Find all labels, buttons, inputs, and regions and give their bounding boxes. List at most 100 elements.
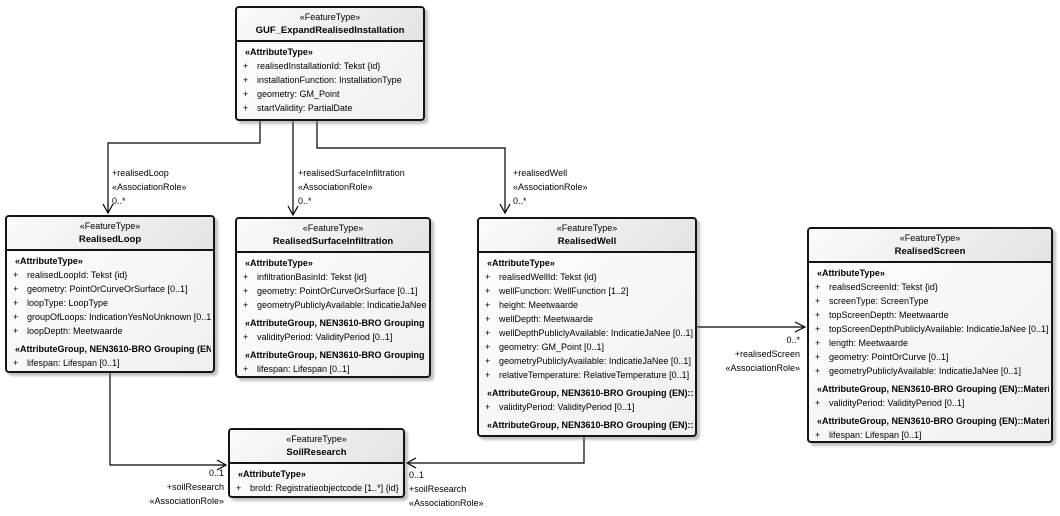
class-name: SoilResearch xyxy=(286,447,347,458)
attribute-text: validityPeriod: ValidityPeriod [0..1] xyxy=(499,402,635,412)
attribute-text: height: Meetwaarde xyxy=(499,300,579,310)
attribute-row: +lifespan: Lifespan [0..1] xyxy=(9,356,211,370)
role-multiplicity: 0..* xyxy=(112,196,126,206)
attribute-row: + groupOfLoops: IndicationYesNoUnknown [0… xyxy=(9,310,211,324)
class-box-realised-screen[interactable]: «FeatureType» RealisedScreen «AttributeT… xyxy=(807,227,1053,443)
attribute-group-heading: «AttributeGroup, NEN3610-BRO Grouping (E… xyxy=(15,344,211,354)
association-label-realised-loop: +realisedLoop «AssociationRole» 0..* xyxy=(112,166,187,208)
attribute-group-heading: «AttributeType» xyxy=(238,469,306,479)
visibility-public-marker: + xyxy=(485,342,491,352)
attribute-row: + realisedInstallationId: Tekst {id} xyxy=(239,59,421,73)
attribute-text: broId: Registratieobjectcode [1..*] {id} xyxy=(250,483,399,493)
visibility-public-marker: + xyxy=(815,352,821,362)
class-box-guf-expand-realised-installation[interactable]: «FeatureType» GUF_ExpandRealisedInstalla… xyxy=(235,6,425,121)
attribute-text: geometryPubliclyAvailable: IndicatieJaNe… xyxy=(257,300,427,310)
attribute-text: wellFunction: WellFunction [1..2] xyxy=(499,286,629,296)
attribute-row: +wellDepthPubliclyAvailable: IndicatieJa… xyxy=(481,326,693,340)
role-name: +soilResearch xyxy=(166,482,224,492)
attribute-row: + length: Meetwaarde xyxy=(811,336,1049,350)
visibility-public-marker: + xyxy=(13,298,19,308)
attribute-text: realisedWellId: Tekst {id} xyxy=(499,272,597,282)
class-header: «FeatureType» RealisedScreen xyxy=(809,229,1051,263)
class-box-soil-research[interactable]: «FeatureType» SoilResearch «AttributeTyp… xyxy=(228,428,405,498)
visibility-public-marker: + xyxy=(243,300,249,310)
attribute-row: +validityPeriod: ValidityPeriod [0..1] xyxy=(811,396,1049,410)
association-label-soil-research-left: 0..1 +soilResearch «AssociationRole» xyxy=(149,466,224,508)
attribute-row: +geometry: GM_Point [0..1] xyxy=(481,340,693,354)
class-box-realised-surface-infiltration[interactable]: «FeatureType» RealisedSurfaceInfiltratio… xyxy=(235,217,431,378)
attribute-text: groupOfLoops: IndicationYesNoUnknown [0.… xyxy=(27,312,211,322)
attribute-row: +geometry: GM_Point xyxy=(239,87,421,101)
attribute-text: validityPeriod: ValidityPeriod [0..1] xyxy=(829,398,965,408)
visibility-public-marker: + xyxy=(13,326,19,336)
class-name: RealisedSurfaceInfiltration xyxy=(272,236,394,247)
role-stereotype: «AssociationRole» xyxy=(513,182,588,192)
role-stereotype: «AssociationRole» xyxy=(725,363,800,373)
attribute-row: +geometry: PointOrCurveOrSurface [0..1] xyxy=(239,284,427,298)
attribute-text: geometry: PointOrCurveOrSurface [0..1] xyxy=(257,286,418,296)
attribute-group-heading: «AttributeType» xyxy=(15,256,83,266)
role-multiplicity: 0..* xyxy=(298,196,312,206)
visibility-public-marker: + xyxy=(815,324,821,334)
attribute-row: +loopType: LoopType xyxy=(9,296,211,310)
visibility-public-marker: + xyxy=(481,432,499,435)
connector-soil-research-right xyxy=(408,437,585,464)
visibility-public-marker: + xyxy=(485,356,491,366)
visibility-public-marker: + xyxy=(243,103,249,113)
attribute-group-heading: «AttributeGroup, NEN3610-BRO Grouping (E… xyxy=(817,416,1049,426)
attribute-row: +lifespan: Lifespan [0..1] xyxy=(239,362,427,376)
attribute-row: +topScreenDepth: Meetwaarde xyxy=(811,308,1049,322)
class-box-realised-loop[interactable]: «FeatureType» RealisedLoop «AttributeTyp… xyxy=(5,215,215,373)
visibility-public-marker: + xyxy=(815,366,821,376)
role-name: +realisedSurfaceInfiltration xyxy=(298,168,405,178)
role-multiplicity: 0..1 xyxy=(409,470,425,480)
association-label-realised-surface-infiltration: +realisedSurfaceInfiltration «Associatio… xyxy=(298,166,405,208)
visibility-public-marker: + xyxy=(13,312,19,322)
visibility-public-marker: + xyxy=(485,370,491,380)
visibility-public-marker: + xyxy=(243,61,249,71)
visibility-public-marker: + xyxy=(485,300,491,310)
class-header: «FeatureType» GUF_ExpandRealisedInstalla… xyxy=(237,8,423,42)
class-stereotype: «FeatureType» xyxy=(299,12,361,22)
role-name: +realisedScreen xyxy=(734,349,800,359)
visibility-public-marker: + xyxy=(815,296,821,306)
attribute-row: + height: Meetwaarde xyxy=(481,298,693,312)
visibility-public-marker: + xyxy=(243,75,249,85)
attribute-row: +lifespan: Lifespan [0..1] xyxy=(481,432,693,435)
class-stereotype: «FeatureType» xyxy=(302,223,364,233)
attribute-text: realisedInstallationId: Tekst {id} xyxy=(257,61,381,71)
visibility-public-marker: + xyxy=(485,314,491,324)
arrowhead-realised-well xyxy=(499,203,511,215)
attribute-row: +lifespan: Lifespan [0..1] xyxy=(811,428,1049,441)
attribute-row: +installationFunction: InstallationType xyxy=(239,73,421,87)
class-attributes: «AttributeType» + realisedInstallationId: … xyxy=(237,42,423,117)
class-attributes: «AttributeType»+realisedWellId: Tekst {i… xyxy=(479,253,695,435)
attribute-text: geometry: PointOrCurveOrSurface [0..1] xyxy=(27,284,188,294)
visibility-public-marker: + xyxy=(485,402,491,412)
attribute-group-heading: «AttributeType» xyxy=(245,47,313,57)
class-header: «FeatureType» RealisedWell xyxy=(479,219,695,253)
visibility-public-marker: + xyxy=(243,332,249,342)
arrowhead-realised-surface-infiltration xyxy=(287,205,299,217)
role-multiplicity: 0..* xyxy=(513,196,527,206)
attribute-row: + validityPeriod: ValidityPeriod [0..1] xyxy=(481,400,693,414)
visibility-public-marker: + xyxy=(236,483,242,493)
attribute-row: + broId: Registratieobjectcode [1..*] {id… xyxy=(232,481,401,495)
attribute-text: startValidity: PartialDate xyxy=(257,103,353,113)
class-name: RealisedWell xyxy=(557,236,617,247)
visibility-public-marker: + xyxy=(815,338,821,348)
class-stereotype: «FeatureType» xyxy=(286,434,347,444)
attribute-text: length: Meetwaarde xyxy=(829,338,909,348)
class-box-realised-well[interactable]: «FeatureType» RealisedWell «AttributeTyp… xyxy=(477,217,697,437)
visibility-public-marker: + xyxy=(815,282,821,292)
visibility-public-marker: + xyxy=(13,358,19,368)
role-multiplicity: 0..1 xyxy=(208,468,224,478)
attribute-text: geometry: GM_Point xyxy=(257,89,340,99)
attribute-group-heading: «AttributeGroup, NEN3610-BRO Grouping (E… xyxy=(817,384,1049,394)
visibility-public-marker: + xyxy=(243,364,249,374)
role-name: +realisedWell xyxy=(513,168,568,178)
connector-soil-research-left xyxy=(109,373,225,466)
attribute-group-heading: «AttributeGroup, NEN3610-BRO Grouping (E… xyxy=(487,420,693,430)
attribute-row: +geometryPubliclyAvailable: IndicatieJaN… xyxy=(481,354,693,368)
attribute-row: +screenType: ScreenType xyxy=(811,294,1049,308)
